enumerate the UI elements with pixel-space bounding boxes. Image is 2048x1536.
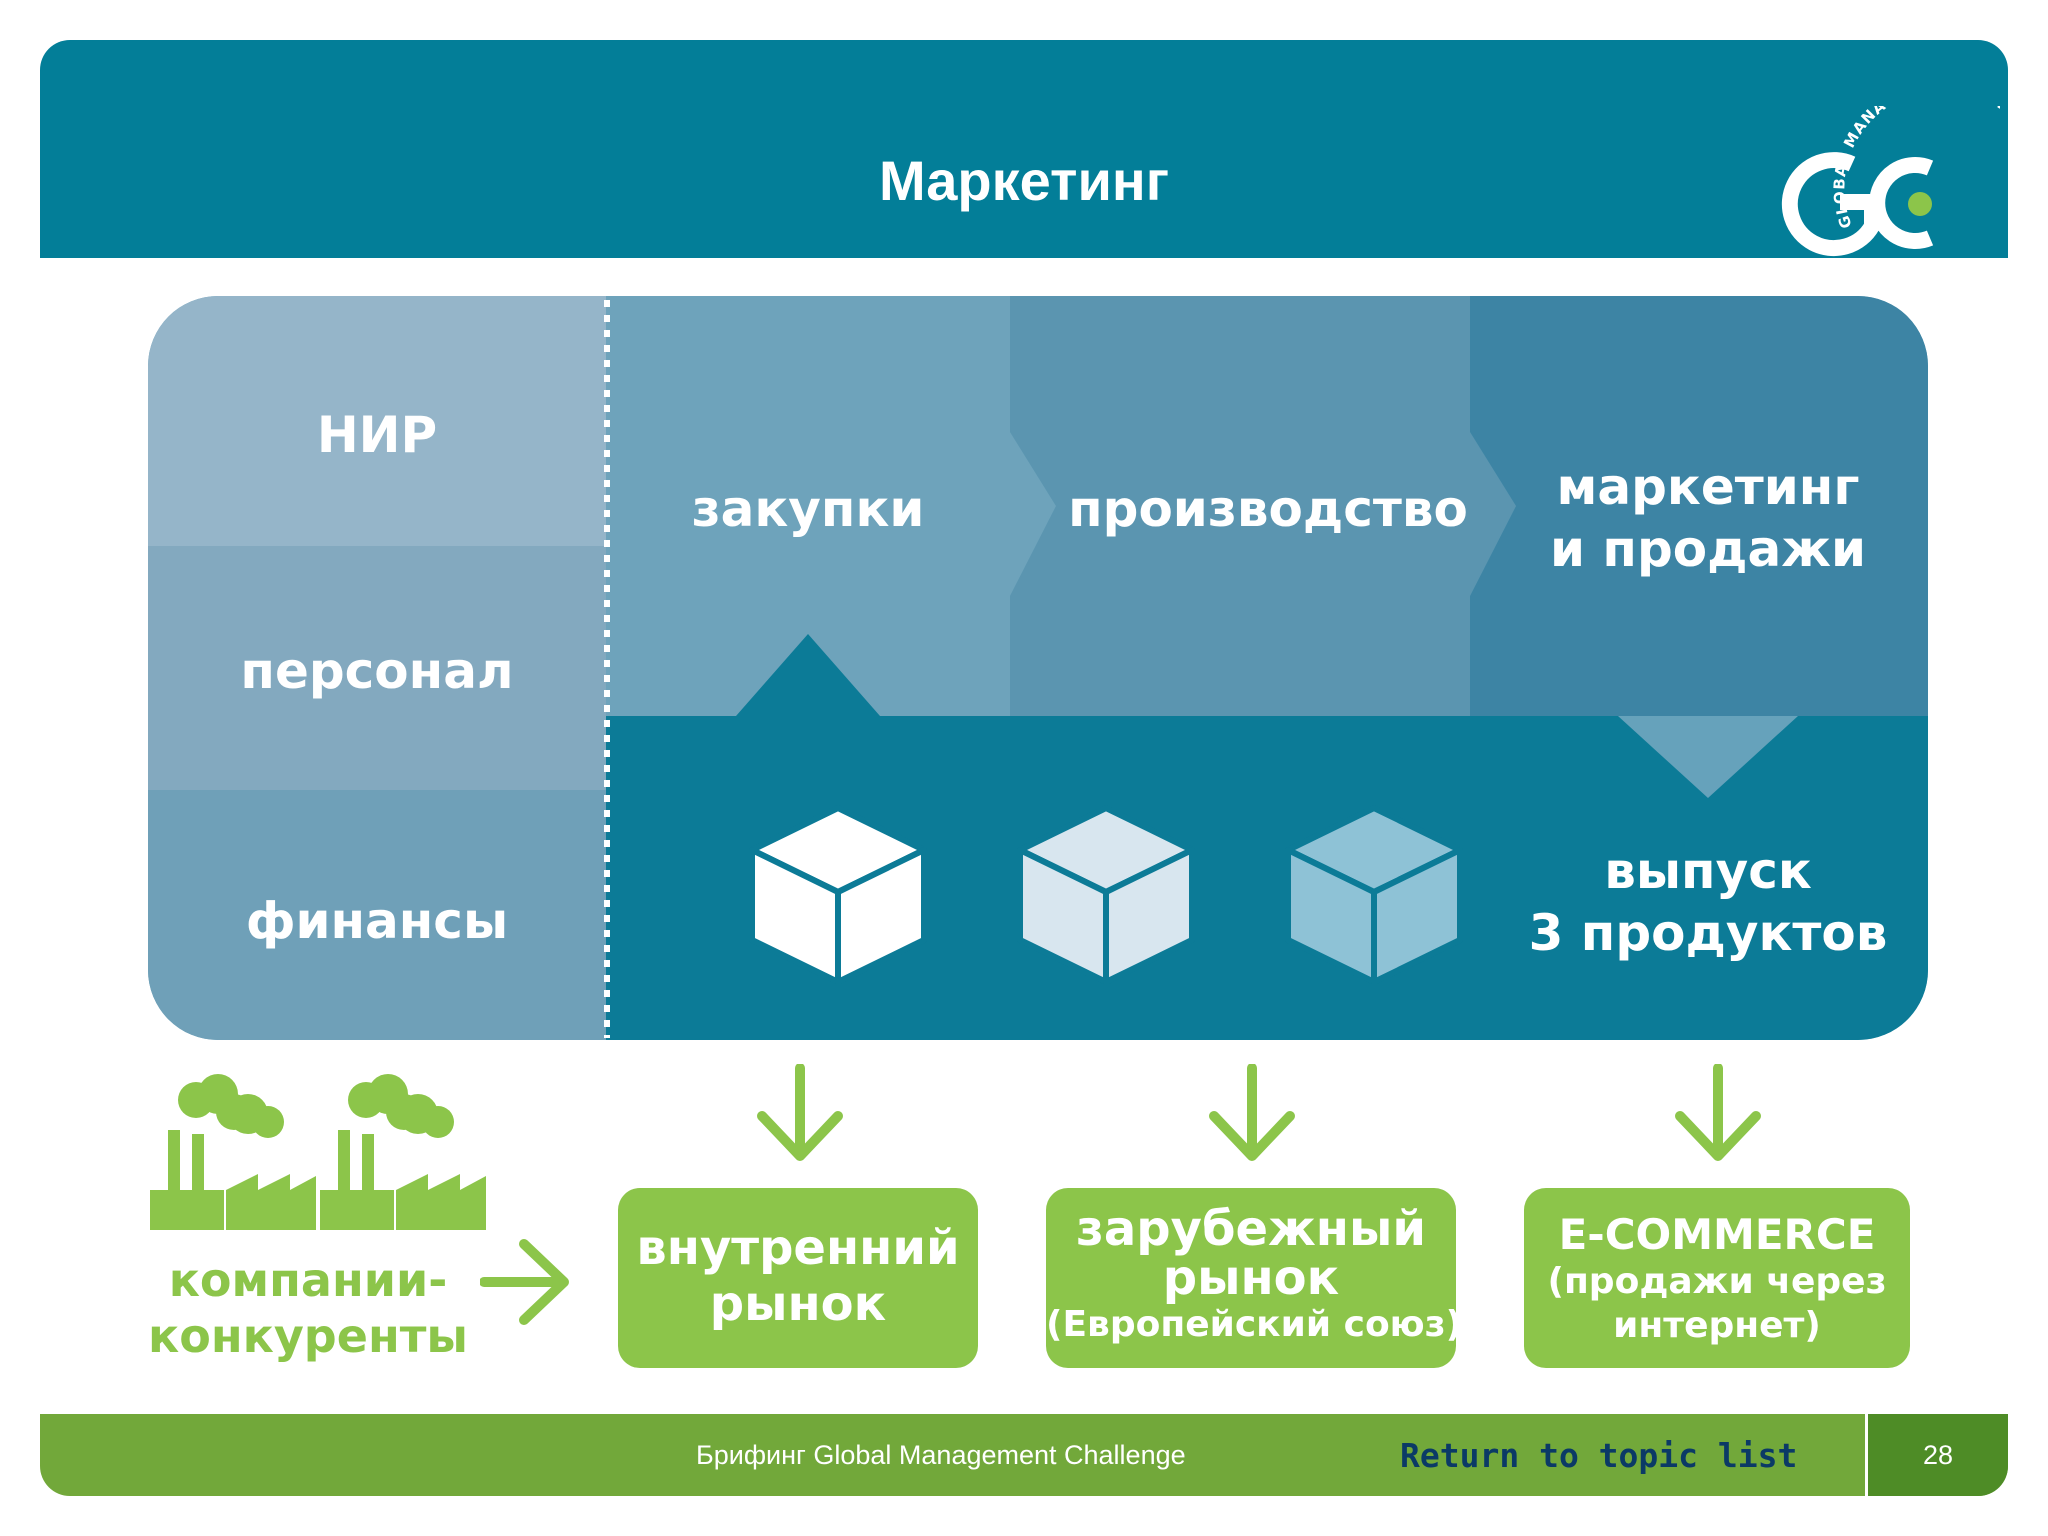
row-label-finance: финансы: [245, 892, 509, 950]
value-chain-shapes: [604, 296, 1928, 1040]
slide-header: Маркетинг GLOBAL MANAGEMENT CHALLENGE ®: [40, 40, 2008, 271]
factory-icon: [150, 1074, 316, 1230]
row-rnd-cell: [148, 296, 606, 546]
output-label: выпуск 3 продуктов: [1488, 840, 1928, 964]
market-box-foreign: зарубежный рынок (Европейский союз): [1046, 1188, 1463, 1368]
down-arrow-icon: [757, 1064, 843, 1161]
page-number-box: [1865, 1414, 2008, 1496]
page-number: 28: [1922, 1440, 1954, 1470]
stage-marketing-line2: и продажи: [1549, 520, 1867, 578]
stage-marketing: маркетинг и продажи: [1488, 456, 1928, 580]
market-domestic-line1: внутренний: [636, 1220, 960, 1276]
market-foreign-line1: зарубежный: [1076, 1201, 1426, 1257]
row-staff-cell: [148, 546, 606, 790]
market-box-ecommerce: E-COMMERCE (продажи через интернет): [1524, 1188, 1910, 1368]
slide-footer: Брифинг Global Management Challenge Retu…: [40, 1414, 2008, 1496]
down-arrow-icon: [1675, 1064, 1761, 1161]
stage-purchasing: закупки: [691, 480, 925, 538]
competitors-line2: конкуренты: [148, 1309, 468, 1363]
market-foreign-line2: рынок: [1162, 1250, 1340, 1306]
market-ecommerce-line3: интернет): [1613, 1305, 1821, 1346]
gmc-logo: GLOBAL MANAGEMENT CHALLENGE ®: [1781, 106, 2000, 271]
row-finance-cell: [148, 790, 606, 1040]
market-ecommerce-line2: (продажи через: [1547, 1261, 1887, 1302]
slide-title: Маркетинг: [878, 149, 1170, 212]
competitors-line1: компании-: [168, 1253, 448, 1307]
footer-caption: Брифинг Global Management Challenge: [696, 1440, 1186, 1470]
stage-production: производство: [1068, 480, 1468, 538]
output-line1: выпуск: [1604, 842, 1812, 900]
return-to-topic-list-link[interactable]: Return to topic list: [1400, 1436, 1798, 1475]
market-ecommerce-line1: E-COMMERCE: [1558, 1210, 1876, 1259]
cube-icon: [749, 805, 927, 984]
row-label-rnd: НИР: [316, 406, 438, 464]
right-arrow-icon: [480, 1239, 569, 1325]
logo-registered: ®: [1884, 257, 1896, 271]
row-label-staff: персонал: [240, 642, 514, 700]
market-domestic-line2: рынок: [709, 1276, 887, 1332]
stage-marketing-line1: маркетинг: [1556, 458, 1860, 516]
cube-icon: [1285, 805, 1463, 984]
output-line2: 3 продуктов: [1528, 904, 1888, 962]
value-chain-panel: НИР персонал финансы закупки производств…: [148, 296, 1928, 1040]
factory-icon: [320, 1074, 486, 1230]
cube-icon: [1017, 805, 1195, 984]
down-arrow-icon: [1209, 1064, 1295, 1161]
competitors-label: компании- конкуренты: [148, 1252, 468, 1364]
market-box-domestic: внутренний рынок: [618, 1188, 978, 1368]
market-foreign-line3: (Европейский союз): [1046, 1304, 1463, 1345]
